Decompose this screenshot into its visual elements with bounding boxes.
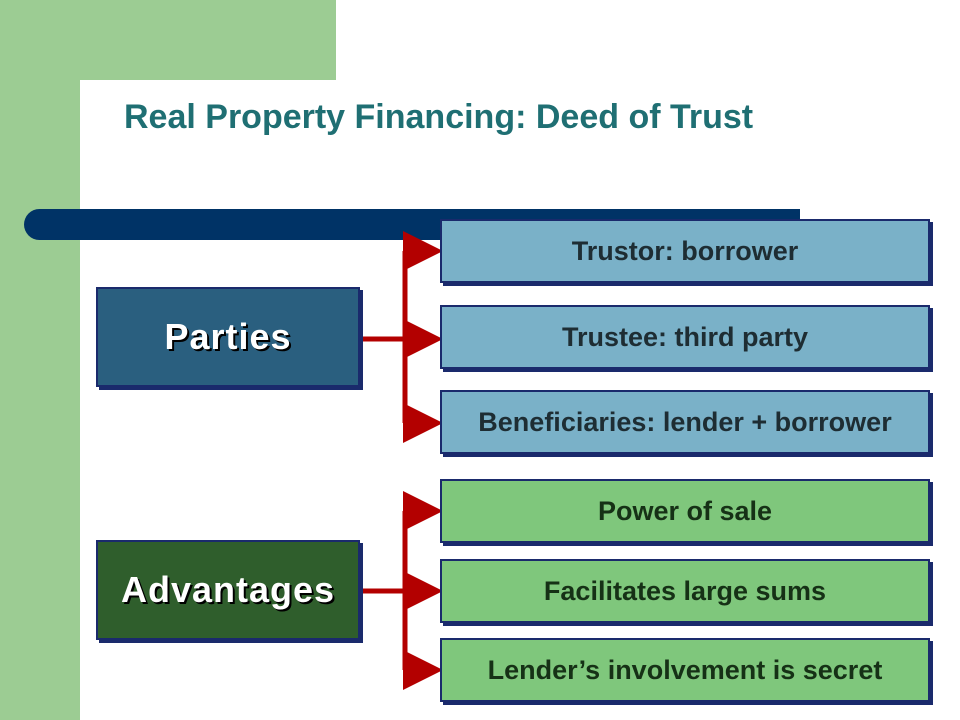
slide-title: Real Property Financing: Deed of Trust	[124, 98, 754, 136]
advantages-item-secret: Lender’s involvement is secret	[440, 638, 930, 702]
parties-box: Parties	[96, 287, 360, 387]
parties-item-trustee: Trustee: third party	[440, 305, 930, 369]
advantages-item-large-sums: Facilitates large sums	[440, 559, 930, 623]
advantages-box: Advantages	[96, 540, 360, 640]
parties-item-beneficiaries: Beneficiaries: lender + borrower	[440, 390, 930, 454]
content-corner	[80, 80, 200, 200]
top-decorative-block	[0, 0, 336, 80]
advantages-item-power-of-sale: Power of sale	[440, 479, 930, 543]
parties-item-trustor: Trustor: borrower	[440, 219, 930, 283]
left-decorative-strip	[0, 0, 80, 720]
